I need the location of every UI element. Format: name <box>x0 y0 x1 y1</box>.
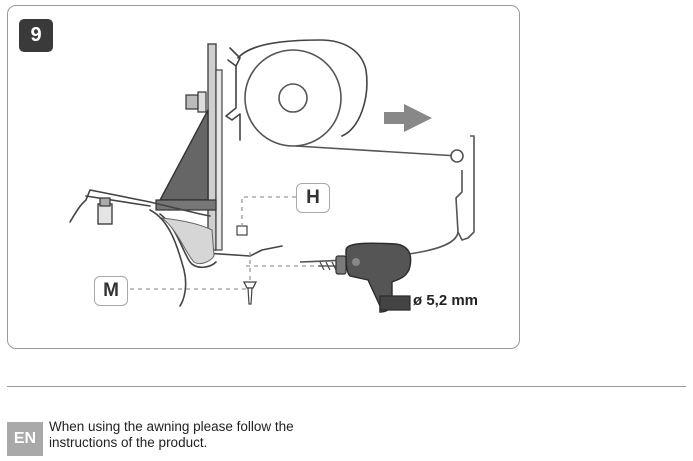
arrow-right-icon <box>384 104 432 132</box>
usage-note-line: When using the awning please follow the <box>49 419 294 434</box>
callout-m-label: M <box>94 276 128 306</box>
section-divider <box>7 386 686 387</box>
usage-note: When using the awning please follow the … <box>49 419 369 451</box>
bolt-icon <box>185 91 207 113</box>
drill-size-label: ø 5,2 mm <box>413 292 479 309</box>
step-number-badge: 9 <box>19 19 53 52</box>
language-badge: EN <box>7 422 43 456</box>
usage-note-line: instructions of the product. <box>49 435 208 450</box>
callout-h-label: H <box>296 183 330 213</box>
drill-icon <box>335 242 412 313</box>
screw-icon <box>242 281 258 305</box>
